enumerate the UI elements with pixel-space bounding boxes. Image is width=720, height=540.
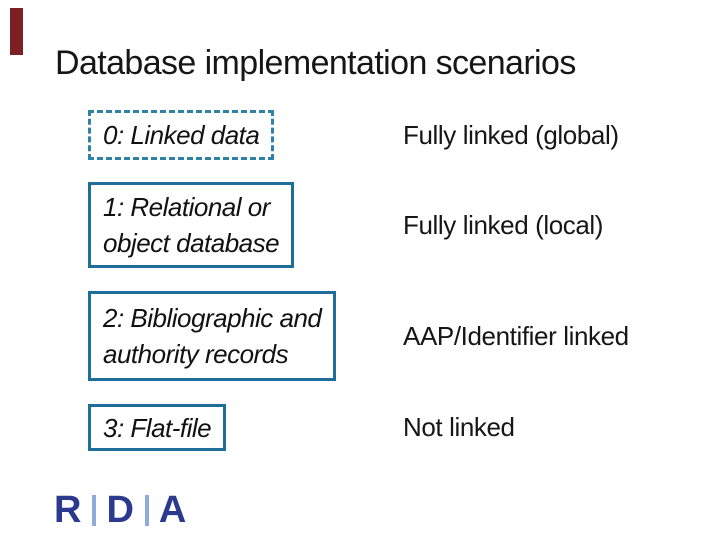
scenario-row-1: 1: Relational or object database Fully l… [88, 182, 710, 268]
scenario-box-1: 1: Relational or object database [88, 182, 295, 268]
linkage-label-3: Not linked [403, 412, 515, 442]
logo-letter-r: R [54, 489, 83, 531]
logo-letter-a: A [158, 489, 188, 531]
linkage-label-1: Fully linked (local) [403, 209, 604, 240]
scenario-row-0: 0: Linked data Fully linked (global) [88, 110, 710, 160]
scenario-row-2: 2: Bibliographic and authority records A… [88, 291, 710, 381]
scenario-box-2-label: 2: Bibliographic and authority records [103, 303, 322, 369]
accent-bar [10, 8, 23, 55]
rda-logo: R D A [54, 489, 188, 531]
scenario-box-3-label: 3: Flat-file [103, 412, 212, 443]
scenario-row-3: 3: Flat-file Not linked [88, 404, 710, 451]
logo-separator [92, 494, 97, 526]
page-title: Database implementation scenarios [55, 44, 576, 82]
logo-letter-d: D [106, 489, 135, 531]
linkage-label-2: AAP/Identifier linked [403, 320, 629, 351]
scenario-box-2: 2: Bibliographic and authority records [88, 291, 337, 381]
scenario-box-0-label: 0: Linked data [103, 120, 260, 150]
logo-separator [144, 494, 149, 526]
linkage-label-0: Fully linked (global) [403, 119, 619, 150]
scenario-box-0: 0: Linked data [88, 110, 275, 160]
scenario-box-3: 3: Flat-file [88, 404, 227, 451]
scenario-box-1-label: 1: Relational or object database [103, 192, 280, 258]
